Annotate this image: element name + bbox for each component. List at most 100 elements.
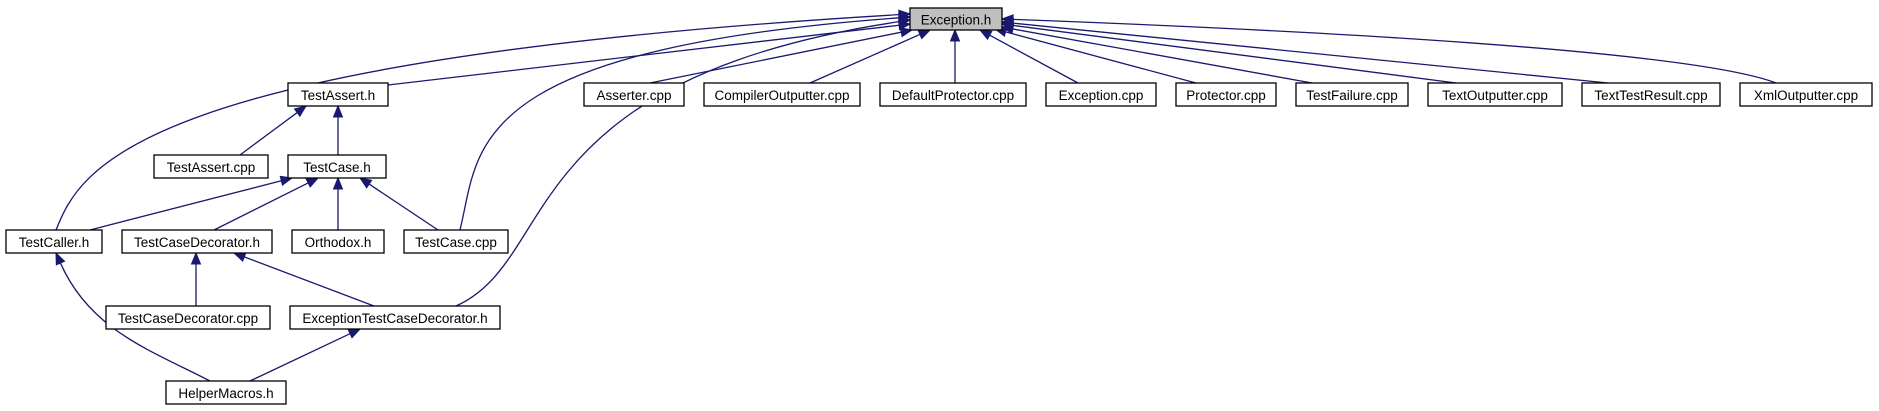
arrowhead-icon — [949, 28, 961, 42]
node-label: TestCase.h — [303, 160, 371, 175]
node-label: Protector.cpp — [1186, 88, 1266, 103]
node-testcase-cpp[interactable]: TestCase.cpp — [403, 229, 509, 254]
edge-line — [239, 112, 298, 156]
node-testcasedecorator-cpp[interactable]: TestCaseDecorator.cpp — [105, 305, 271, 330]
edge-line — [59, 262, 211, 382]
node-label: DefaultProtector.cpp — [892, 88, 1014, 103]
edge-compileroutputter-cpp-to-exception-h — [809, 29, 932, 84]
arrowhead-icon — [978, 29, 993, 41]
arrowhead-icon — [358, 177, 373, 189]
arrowhead-icon — [332, 104, 344, 118]
node-box — [5, 229, 103, 254]
node-protector-cpp[interactable]: Protector.cpp — [1175, 82, 1277, 107]
node-box — [1739, 82, 1873, 107]
edge-texttestresult-cpp-to-exception-h — [1000, 17, 1609, 84]
node-testassert-h[interactable]: TestAssert.h — [287, 82, 389, 107]
arrowhead-icon — [917, 29, 932, 40]
node-testcasedecorator-h[interactable]: TestCaseDecorator.h — [121, 229, 273, 254]
edge-line — [213, 182, 309, 231]
arrowhead-icon — [305, 177, 320, 188]
node-label: TestCase.cpp — [415, 235, 497, 250]
node-box — [289, 305, 501, 330]
node-label: Exception.cpp — [1059, 88, 1144, 103]
arrowhead-icon — [293, 105, 308, 118]
node-label: HelperMacros.h — [178, 386, 273, 401]
edge-helpermacros-h-to-testcaller-h — [55, 251, 211, 382]
edge-xmloutputter-cpp-to-exception-h — [1000, 14, 1777, 84]
node-testcase-h[interactable]: TestCase.h — [287, 154, 387, 179]
node-box — [287, 154, 387, 179]
node-exceptiontestcasedecorator-h[interactable]: ExceptionTestCaseDecorator.h — [289, 305, 501, 330]
node-label: CompilerOutputter.cpp — [714, 88, 849, 103]
arrowhead-icon — [897, 16, 912, 27]
node-box — [1045, 82, 1157, 107]
node-testfailure-cpp[interactable]: TestFailure.cpp — [1295, 82, 1409, 107]
edge-testcase-cpp-to-testcase-h — [358, 177, 439, 231]
edge-exceptiontestcasedecorator-h-to-exception-h — [455, 16, 912, 307]
arrowhead-icon — [332, 176, 344, 190]
arrowhead-icon — [190, 251, 202, 265]
node-asserter-cpp[interactable]: Asserter.cpp — [583, 82, 685, 107]
edge-line — [55, 13, 900, 231]
node-label: ExceptionTestCaseDecorator.h — [302, 311, 487, 326]
edge-line — [809, 33, 921, 84]
node-box — [879, 82, 1027, 107]
node-texttestresult-cpp[interactable]: TextTestResult.cpp — [1581, 82, 1721, 107]
node-label: TextTestResult.cpp — [1594, 88, 1707, 103]
node-label: TextOutputter.cpp — [1442, 88, 1548, 103]
node-defaultprotector-cpp[interactable]: DefaultProtector.cpp — [879, 82, 1027, 107]
node-label: Orthodox.h — [305, 235, 372, 250]
node-box — [1295, 82, 1409, 107]
node-box — [1427, 82, 1563, 107]
node-exception-h[interactable]: Exception.h — [909, 7, 1003, 31]
edge-exceptiontestcasedecorator-h-to-testcasedecorator-h — [232, 252, 375, 307]
edge-testcase-h-to-testassert-h — [332, 104, 344, 155]
edge-line — [455, 20, 900, 307]
node-label: TestCaseDecorator.cpp — [118, 311, 258, 326]
node-label: TestAssert.cpp — [167, 160, 256, 175]
node-textoutputter-cpp[interactable]: TextOutputter.cpp — [1427, 82, 1563, 107]
node-helpermacros-h[interactable]: HelperMacros.h — [165, 380, 287, 405]
edge-testcaller-h-to-exception-h — [55, 9, 912, 231]
edge-line — [989, 34, 1079, 84]
node-compileroutputter-cpp[interactable]: CompilerOutputter.cpp — [703, 82, 861, 107]
edges-layer — [55, 9, 1777, 382]
edge-line — [649, 31, 902, 84]
node-box — [153, 154, 269, 179]
edge-helpermacros-h-to-exceptiontestcasedecorator-h — [249, 328, 362, 382]
node-box — [291, 229, 385, 254]
edge-line — [459, 17, 900, 231]
node-exception-cpp[interactable]: Exception.cpp — [1045, 82, 1157, 107]
node-box — [1175, 82, 1277, 107]
node-testassert-cpp[interactable]: TestAssert.cpp — [153, 154, 269, 179]
node-box — [105, 305, 271, 330]
edge-testassert-cpp-to-testassert-h — [239, 105, 308, 156]
edge-asserter-cpp-to-exception-h — [649, 27, 914, 84]
edge-textoutputter-cpp-to-exception-h — [1000, 20, 1457, 84]
edge-testcaller-h-to-testcase-h — [89, 175, 294, 231]
node-label: Exception.h — [921, 13, 992, 28]
edge-testcasedecorator-cpp-to-testcasedecorator-h — [190, 251, 202, 306]
edge-testcasedecorator-h-to-testcase-h — [213, 177, 320, 231]
node-label: TestCaller.h — [19, 235, 90, 250]
edge-testcase-cpp-to-exception-h — [459, 12, 912, 231]
edge-line — [244, 256, 375, 307]
node-xmloutputter-cpp[interactable]: XmlOutputter.cpp — [1739, 82, 1873, 107]
arrowhead-icon — [899, 27, 914, 38]
node-box — [703, 82, 861, 107]
edge-orthodox-h-to-testcase-h — [332, 176, 344, 230]
node-orthodox-h[interactable]: Orthodox.h — [291, 229, 385, 254]
edge-line — [1012, 18, 1777, 84]
edge-line — [368, 183, 439, 231]
node-label: Asserter.cpp — [596, 88, 671, 103]
edge-line — [249, 333, 351, 382]
edge-line — [89, 180, 282, 231]
node-label: TestCaseDecorator.h — [134, 235, 260, 250]
edge-line — [1012, 22, 1609, 84]
node-testcaller-h[interactable]: TestCaller.h — [5, 229, 103, 254]
node-label: XmlOutputter.cpp — [1754, 88, 1858, 103]
node-box — [1581, 82, 1721, 107]
node-box — [403, 229, 509, 254]
arrowhead-icon — [1000, 14, 1014, 25]
